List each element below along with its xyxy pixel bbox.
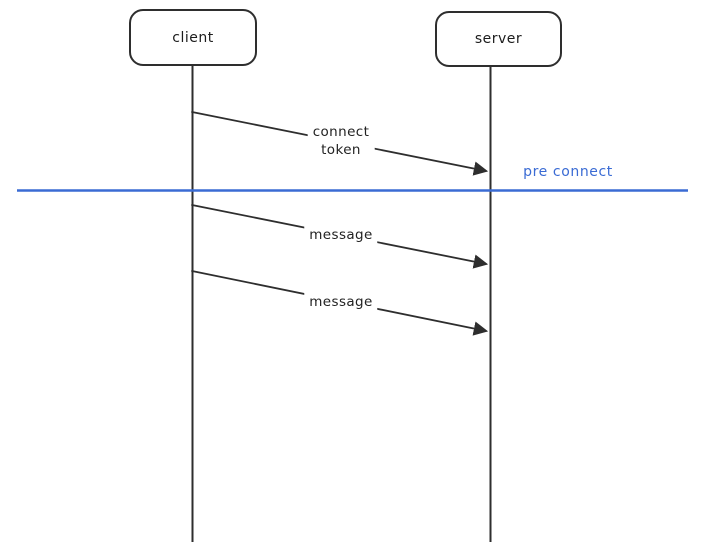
actor-box-client: client <box>129 9 257 66</box>
message-label-line: message <box>309 294 373 310</box>
actor-box-server: server <box>435 11 562 67</box>
message-label-message-1: message <box>304 225 378 245</box>
divider-label-pre-connect: pre connect <box>523 164 613 180</box>
message-label-message-2: message <box>304 292 378 312</box>
message-label-line: token <box>321 142 361 158</box>
message-label-connect-token: connect token <box>307 122 375 160</box>
message-label-line: message <box>309 227 373 243</box>
actor-label-client: client <box>172 29 214 46</box>
message-label-line: connect <box>312 124 370 140</box>
actor-label-server: server <box>474 31 523 47</box>
